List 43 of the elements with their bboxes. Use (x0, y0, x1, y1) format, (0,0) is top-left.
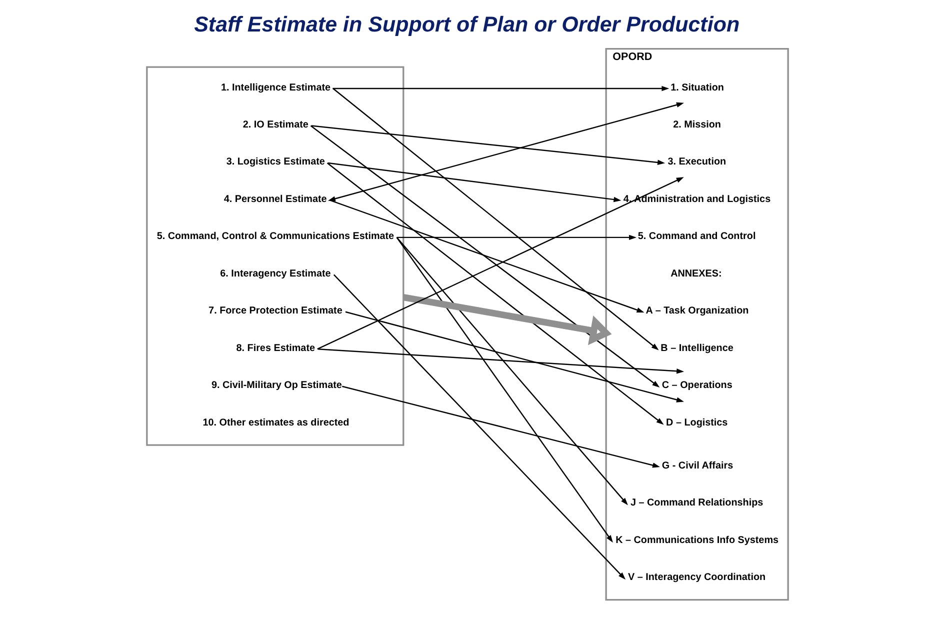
arrow (402, 294, 612, 346)
node-text: 1. Situation (670, 82, 724, 94)
arrow (317, 177, 684, 350)
arrow (333, 274, 626, 580)
node-text: D – Logistics (666, 417, 728, 428)
label: ANNEXES: (670, 268, 722, 280)
arrow (328, 102, 684, 202)
arrow (342, 386, 660, 468)
node-text: 7. Force Protection Estimate (208, 306, 342, 317)
node-text: G - Civil Affairs (662, 460, 734, 472)
node-text: 5. Command and Control (638, 231, 756, 242)
arrow (345, 311, 684, 402)
arrow (326, 162, 664, 425)
node-text: 9. Civil-Military Op Estimate (211, 380, 342, 392)
arrow (328, 162, 622, 202)
node-text: K – Communications Info Systems (616, 534, 779, 546)
node-text: 2. IO Estimate (242, 119, 308, 130)
node-text: 5. Command, Control & Communications Estimate (156, 231, 394, 242)
arrow (310, 125, 660, 388)
node-text: 1. Intelligence Estimate (220, 82, 331, 94)
arrow (332, 88, 659, 350)
node-text: 3. Execution (668, 156, 726, 168)
node-text: J – Command Relationships (630, 498, 764, 509)
diagram-title: Staff Estimate in Support of Plan or Order Production (194, 12, 740, 36)
node-text: C – Operations (662, 380, 732, 392)
arrow (396, 234, 636, 240)
arrow (311, 125, 666, 165)
node-text: 4. Personnel Estimate (224, 194, 327, 205)
node-text: V – Interagency Coordination (628, 572, 766, 584)
node-text: 8. Fires Estimate (236, 342, 316, 354)
node-text: 4. Administration and Logistics (623, 194, 771, 205)
arrow (318, 348, 684, 374)
arrow (330, 200, 644, 313)
arrow (396, 237, 628, 506)
node-text: B – Intelligence (660, 342, 734, 354)
cluster (146, 66, 404, 446)
arrow (332, 86, 670, 92)
node-text: 6. Interagency Estimate (220, 268, 331, 280)
node-text: 3. Logistics Estimate (226, 156, 325, 168)
node-text: 10. Other estimates as directed (202, 417, 350, 428)
node-text: 2. Mission (673, 119, 721, 130)
arrow (396, 237, 613, 543)
node-text: A – Task Organization (646, 306, 749, 317)
